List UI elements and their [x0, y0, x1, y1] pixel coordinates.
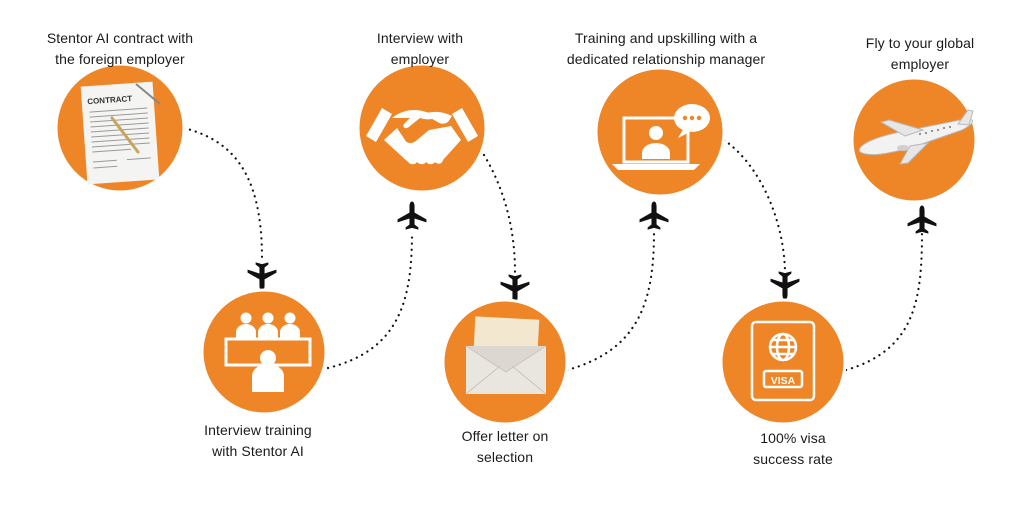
step-5-label: Training and upskilling with a dedicated…	[567, 28, 765, 70]
connector-6-7	[844, 230, 924, 372]
airplane-icon	[858, 109, 974, 165]
airplane-up-icon	[907, 205, 937, 234]
step-3-label-line-1: Interview with	[376, 30, 464, 46]
video-call-laptop-icon	[612, 104, 710, 170]
airplane-up-icon	[639, 201, 669, 230]
step-7-label-line-2: employer	[890, 56, 950, 72]
step-1-label: Stentor AI contract with the foreign emp…	[47, 28, 193, 70]
contract-document-icon: CONTRACT	[80, 81, 161, 185]
step-2-label-line-2: with Stentor AI	[212, 443, 304, 459]
contract-title: CONTRACT	[87, 94, 133, 106]
step-4-label-line-2: selection	[476, 449, 534, 465]
interview-panel-icon	[224, 312, 312, 392]
airplane-up-icon	[397, 201, 427, 230]
step-5-circle	[594, 66, 726, 198]
connector-1-2	[182, 126, 264, 260]
envelope-letter-icon	[465, 316, 547, 395]
connector-5-6	[722, 138, 787, 274]
step-7-label: Fly to your global employer	[866, 33, 974, 75]
connector-planes	[247, 201, 937, 303]
handshake-icon	[366, 108, 478, 165]
step-4-label: Offer letter on selection	[462, 426, 549, 468]
step-6-label-line-1: 100% visa	[760, 430, 826, 446]
passport-visa-icon	[750, 320, 816, 402]
step-3-circle	[356, 62, 488, 194]
step-4-label-line-1: Offer letter on	[461, 428, 549, 444]
connector-3-4	[482, 153, 517, 274]
airplane-down-icon	[770, 271, 800, 300]
step-6-label-line-2: success rate	[753, 451, 833, 467]
connector-4-5	[565, 230, 656, 372]
step-7-label-line-1: Fly to your global	[865, 35, 975, 51]
airplane-down-icon	[500, 274, 530, 303]
visa-stamp-text: VISA	[771, 375, 796, 387]
step-6-circle: VISA	[719, 298, 847, 426]
step-2-circle	[200, 288, 328, 416]
connectors	[182, 126, 924, 372]
connector-2-3	[326, 230, 414, 370]
step-2-label-line-1: Interview training	[204, 422, 312, 438]
step-3-label-line-2: employer	[390, 51, 450, 67]
step-7-circle	[850, 76, 978, 204]
step-2-label: Interview training with Stentor AI	[204, 420, 312, 462]
step-3-label: Interview with employer	[377, 28, 463, 70]
airplane-down-icon	[247, 262, 277, 291]
step-5-label-line-1: Training and upskilling with a	[574, 30, 758, 46]
step-1-circle: CONTRACT	[54, 62, 186, 194]
step-6-label: 100% visa success rate	[753, 428, 833, 470]
step-1-label-line-2: the foreign employer	[55, 51, 185, 67]
step-4-circle	[441, 298, 569, 426]
step-1-label-line-1: Stentor AI contract with	[46, 30, 194, 46]
step-5-label-line-2: dedicated relationship manager	[566, 51, 766, 67]
